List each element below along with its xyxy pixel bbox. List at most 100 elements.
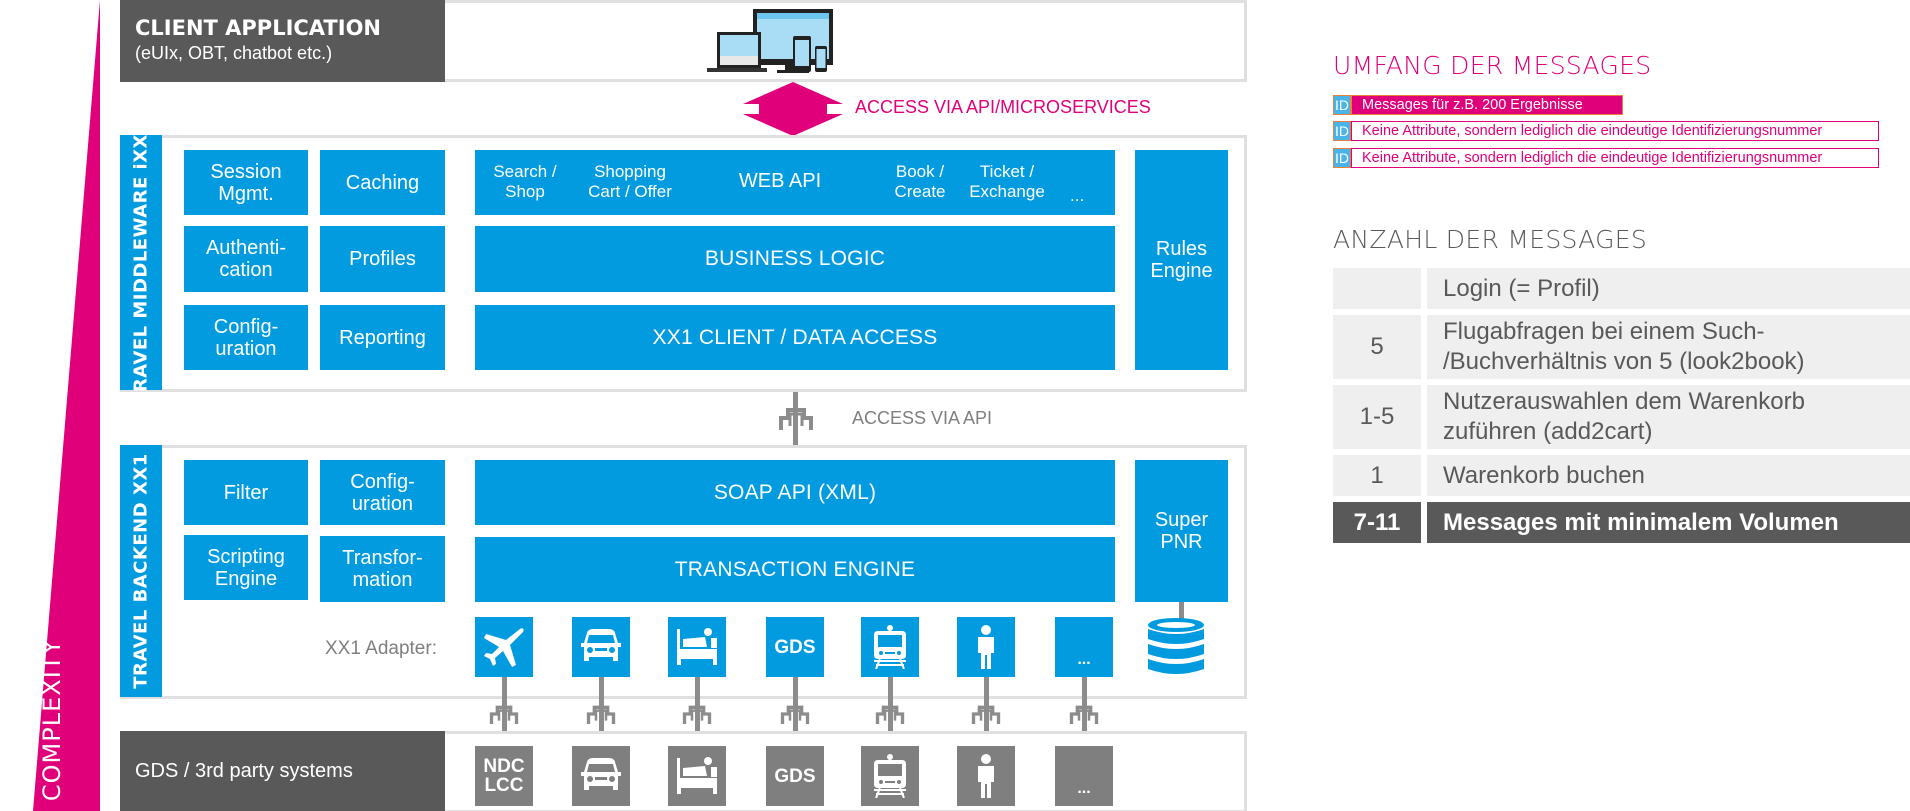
- message-scope-row: ID Keine Attribute, sondern lediglich di…: [1333, 121, 1879, 141]
- message-count-description: Nutzerauswahlen dem Warenkorb zuführen (…: [1427, 385, 1910, 449]
- message-count-total-row: 7-11 Messages mit minimalem Volumen: [1333, 502, 1910, 543]
- adapter-connector-line: [1082, 677, 1087, 747]
- person-icon: [974, 754, 998, 798]
- message-count-value: 1: [1333, 455, 1421, 496]
- web-api-item-book-create: Book / Create: [894, 162, 946, 201]
- train-icon: [870, 625, 910, 669]
- third-party-system-tile: [668, 746, 726, 806]
- access-api-label: ACCESS VIA API: [852, 408, 993, 428]
- adapter-connector-line: [888, 677, 893, 747]
- hotel-bed-icon: [675, 756, 719, 796]
- third-party-system-tile: [957, 746, 1015, 806]
- client-application-header: CLIENT APPLICATION (eUIx, OBT, chatbot e…: [120, 0, 445, 82]
- connector-icon: [971, 705, 1001, 724]
- connector-icon: [489, 705, 519, 724]
- message-scope-row: ID Keine Attribute, sondern lediglich di…: [1333, 148, 1879, 168]
- database-connector-line: [1179, 602, 1184, 620]
- client-data-access-box: XX1 CLIENT / DATA ACCESS: [475, 305, 1115, 370]
- web-api-item-more: ...: [1070, 186, 1085, 205]
- connector-icon: [780, 705, 810, 724]
- transformation-box: Transfor- mation: [320, 536, 445, 602]
- adapter-connector-line: [502, 677, 507, 747]
- message-scope-text: Messages für z.B. 200 Ergebnisse: [1351, 95, 1623, 115]
- complexity-wedge: [33, 0, 100, 811]
- transaction-engine-box: TRANSACTION ENGINE: [475, 537, 1115, 602]
- message-scope-row: ID Messages für z.B. 200 Ergebnisse: [1333, 95, 1623, 115]
- message-count-description: Flugabfragen bei einem Such- /Buchverhäl…: [1427, 315, 1910, 379]
- message-scope-text: Keine Attribute, sondern lediglich die e…: [1351, 148, 1879, 168]
- client-application-subtitle: (eUIx, OBT, chatbot etc.): [135, 43, 333, 63]
- third-party-system-tile: ...: [1055, 746, 1113, 806]
- business-logic-box: BUSINESS LOGIC: [475, 226, 1115, 292]
- third-party-system-tile-label: ...: [1077, 780, 1091, 797]
- message-count-total-description: Messages mit minimalem Volumen: [1427, 502, 1910, 543]
- adapter-label: XX1 Adapter:: [325, 638, 437, 659]
- adapter-tile: [475, 617, 533, 677]
- scripting-engine-box: Scripting Engine: [184, 535, 308, 600]
- access-microservices-label: ACCESS VIA API/MICROSERVICES: [855, 97, 1151, 117]
- adapter-connector-line: [599, 677, 604, 747]
- third-party-system-tile: [861, 746, 919, 806]
- backend-configuration-box: Config- uration: [320, 460, 445, 525]
- web-api-item-search-shop: Search / Shop: [493, 162, 557, 201]
- backend-label: TRAVEL BACKEND XX1: [130, 453, 152, 689]
- adapter-tile: [668, 617, 726, 677]
- adapter-tile: ...: [1055, 617, 1113, 677]
- message-count-title: ANZAHL DER MESSAGES: [1333, 225, 1648, 254]
- web-api-item-shopping-cart: Shopping Cart / Offer: [588, 162, 672, 201]
- connector-icon: [875, 705, 905, 724]
- database-icon: [1148, 618, 1204, 674]
- third-party-system-tile: NDC LCC: [475, 746, 533, 806]
- message-count-row: 1 Warenkorb buchen: [1333, 455, 1910, 496]
- message-count-value: 5: [1333, 315, 1421, 379]
- adapter-tile: [861, 617, 919, 677]
- adapter-connector-line: [793, 677, 798, 747]
- reporting-box: Reporting: [320, 305, 445, 370]
- message-count-row: 1-5 Nutzerauswahlen dem Warenkorb zuführ…: [1333, 385, 1910, 449]
- adapter-tile: [957, 617, 1015, 677]
- third-party-system-tile-label: GDS: [774, 765, 816, 787]
- rules-engine-box: Rules Engine: [1135, 150, 1228, 370]
- message-count-total-value: 7-11: [1333, 502, 1421, 543]
- middleware-label-strip: TRAVEL MIDDLEWARE iXX1: [120, 121, 162, 404]
- message-count-description: Login (= Profil): [1427, 268, 1910, 309]
- middleware-label: TRAVEL MIDDLEWARE iXX1: [130, 120, 152, 405]
- id-badge: ID: [1333, 95, 1351, 115]
- authentication-box: Authenti- cation: [184, 226, 308, 292]
- third-party-label: GDS / 3rd party systems: [120, 731, 445, 811]
- configuration-box: Config- uration: [184, 305, 308, 370]
- id-badge: ID: [1333, 121, 1351, 141]
- hotel-bed-icon: [675, 627, 719, 667]
- adapter-connector-line: [695, 677, 700, 747]
- connector-icon: [1069, 705, 1099, 724]
- soap-api-box: SOAP API (XML): [475, 460, 1115, 525]
- message-scope-text: Keine Attribute, sondern lediglich die e…: [1351, 121, 1879, 141]
- filter-box: Filter: [184, 460, 308, 525]
- adapter-connector-line: [984, 677, 989, 747]
- adapter-tile-label: ...: [1077, 651, 1091, 668]
- complexity-label: COMPLEXITY: [38, 638, 66, 802]
- caching-box: Caching: [320, 150, 445, 215]
- message-count-row: Login (= Profil): [1333, 268, 1910, 309]
- train-icon: [870, 754, 910, 798]
- adapter-tile: GDS: [766, 617, 824, 677]
- adapter-tile: [572, 617, 630, 677]
- profiles-box: Profiles: [320, 226, 445, 292]
- web-api-item-ticket-exchange: Ticket / Exchange: [969, 162, 1045, 201]
- message-scope-title: UMFANG DER MESSAGES: [1333, 51, 1652, 80]
- connector-icon: [586, 705, 616, 724]
- devices-icon: [707, 9, 833, 73]
- double-arrow-icon: [743, 82, 843, 136]
- message-count-row: 5 Flugabfragen bei einem Such- /Buchverh…: [1333, 315, 1910, 379]
- message-count-value: 1-5: [1333, 385, 1421, 449]
- api-connector-line: [793, 392, 798, 447]
- third-party-system-tile: GDS: [766, 746, 824, 806]
- airplane-icon: [482, 625, 526, 669]
- connector-icon: [779, 408, 813, 430]
- super-pnr-box: Super PNR: [1135, 460, 1228, 602]
- third-party-system-tile-label: NDC LCC: [483, 756, 525, 796]
- web-api-title: WEB API: [738, 170, 822, 192]
- id-badge: ID: [1333, 148, 1351, 168]
- person-icon: [974, 625, 998, 669]
- car-icon: [579, 627, 623, 667]
